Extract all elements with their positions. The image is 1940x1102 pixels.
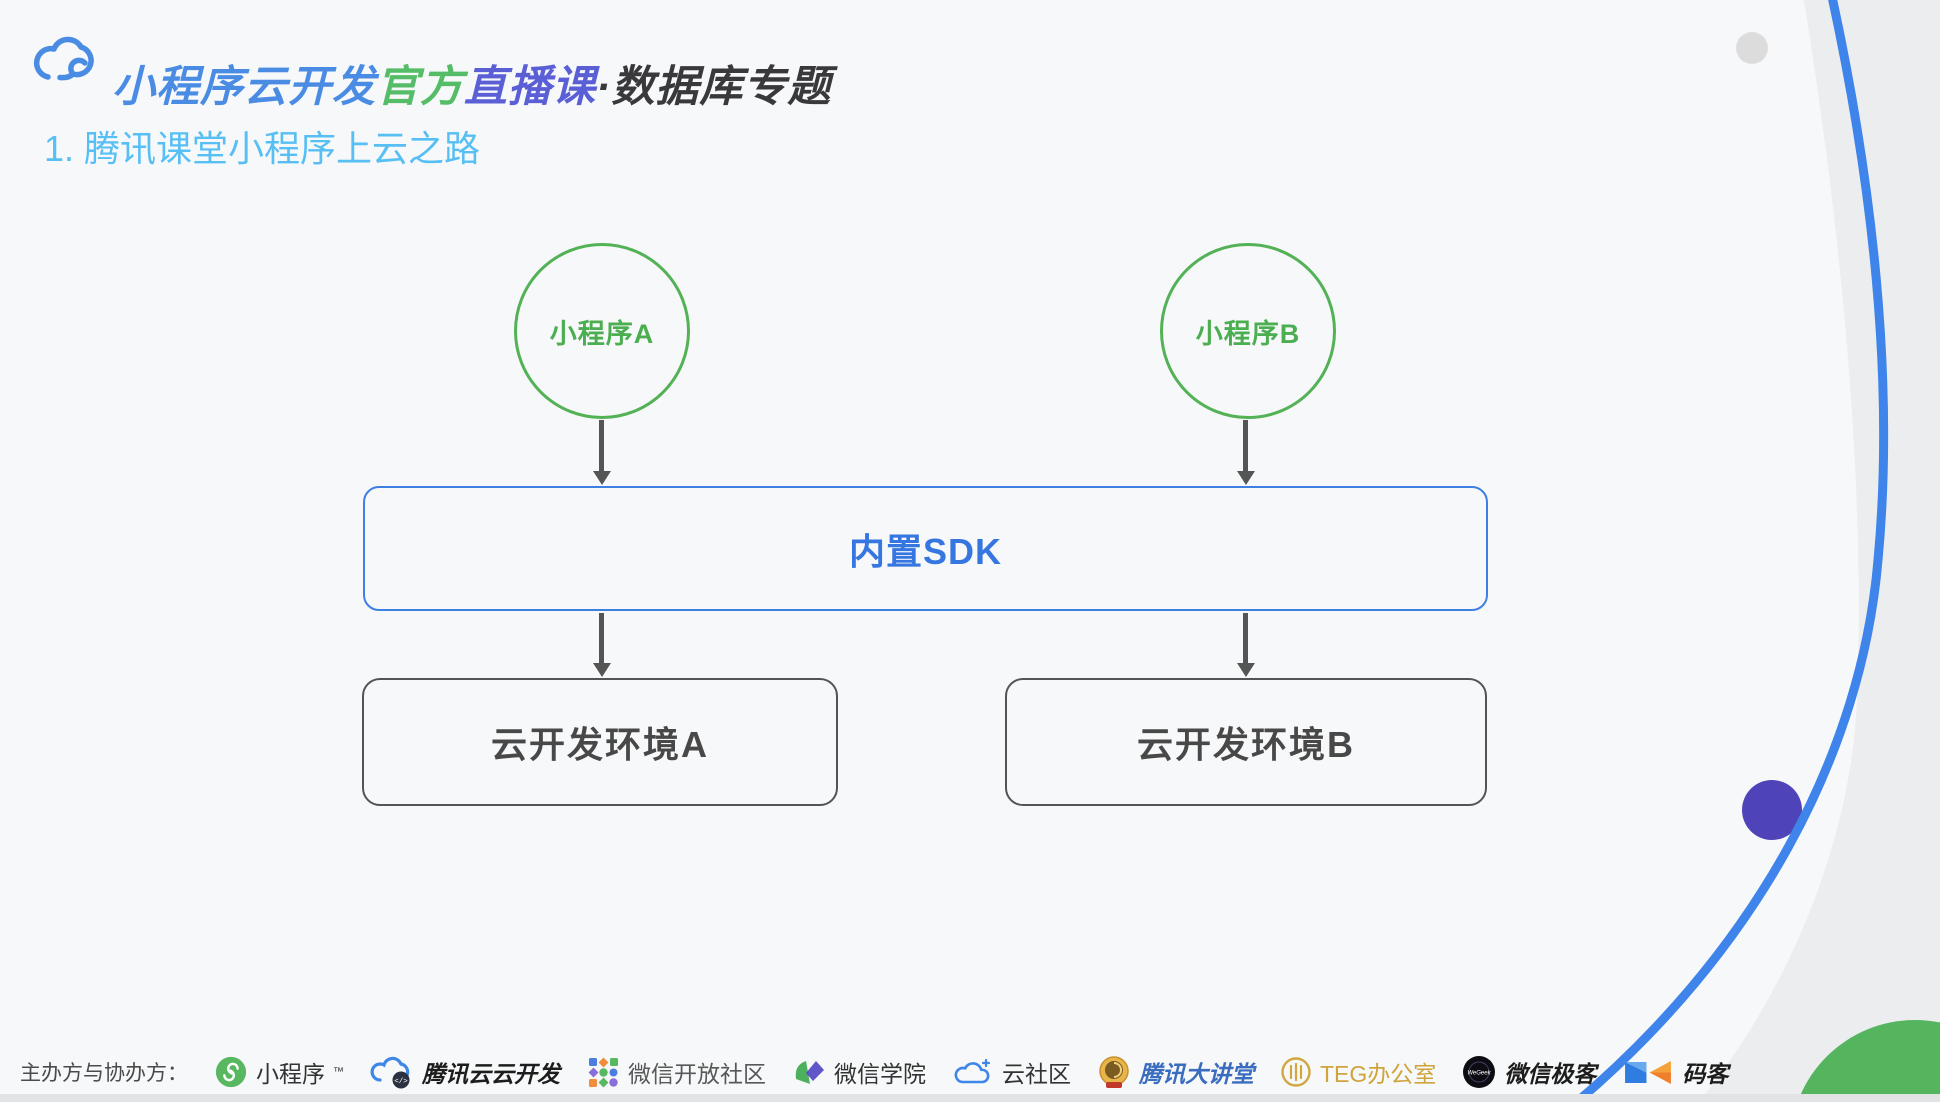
blue-arc-line — [1569, 0, 1889, 1102]
bottom-edge-strip — [0, 1094, 1940, 1102]
diagram-node-miniprogram-a: 小程序A — [514, 243, 690, 419]
partner-maker: 码客 — [1622, 1055, 1728, 1089]
corner-green-circle — [1797, 1020, 1940, 1102]
svg-text:</>: </> — [394, 1078, 408, 1086]
purple-dot — [1742, 780, 1802, 840]
arrow-sdk-to-env-a — [599, 613, 604, 664]
title-segment-official: 官方 — [376, 62, 464, 111]
diagram-node-miniprogram-b: 小程序B — [1160, 243, 1336, 419]
partner-cloud-community: 云社区 — [952, 1055, 1071, 1089]
trademark-mark: ™ — [333, 1066, 344, 1078]
wechat-open-community-icon — [588, 1057, 618, 1088]
partner-cloudbase: </> 腾讯云云开发 — [370, 1054, 560, 1090]
sdk-label: 内置SDK — [848, 530, 1002, 572]
svg-text:WeGeek: WeGeek — [1468, 1071, 1492, 1077]
top-gray-dot — [1736, 32, 1768, 64]
partner-wechat-academy: 微信学院 — [792, 1055, 926, 1089]
diagram-node-env-b: 云开发环境B — [1005, 678, 1487, 806]
partner-tencent-lecture: 腾讯大讲堂 — [1097, 1055, 1254, 1089]
partner-name: 腾讯云云开发 — [422, 1061, 560, 1087]
partner-name: 腾讯大讲堂 — [1139, 1061, 1254, 1087]
arrow-miniprogram-a-to-sdk — [599, 420, 604, 472]
partner-name: 码客 — [1682, 1061, 1729, 1087]
page-title: 小程序云开发官方直播课·数据库专题 — [112, 59, 831, 115]
miniprogram-a-label: 小程序A — [549, 318, 655, 349]
miniprogram-icon — [215, 1056, 247, 1088]
cloudbase-icon: </> — [370, 1056, 410, 1089]
diagram-node-sdk: 内置SDK — [363, 486, 1488, 611]
cloud-community-icon — [954, 1058, 991, 1084]
env-b-label: 云开发环境B — [1137, 724, 1355, 765]
arrow-miniprogram-b-to-sdk — [1243, 420, 1248, 472]
arrow-sdk-to-env-b — [1243, 613, 1248, 664]
cloudbase-logo-icon — [34, 36, 94, 81]
wechat-academy-icon — [795, 1061, 824, 1084]
tencent-lecture-icon — [1099, 1056, 1129, 1088]
title-segment-topic: ·数据库专题 — [596, 62, 832, 111]
partner-miniprogram: 小程序 ™ — [214, 1055, 344, 1089]
diagram-node-env-a: 云开发环境A — [362, 678, 838, 806]
footer-partners-bar: 主办方与协办方： 小程序 ™ </> 腾讯云云开发 — [20, 1049, 1728, 1095]
section-heading: 1. 腾讯课堂小程序上云之路 — [44, 128, 481, 169]
partner-wegeek: WeGeek 微信极客 — [1462, 1055, 1596, 1089]
partner-teg-office: TEG办公室 — [1280, 1055, 1436, 1089]
env-a-label: 云开发环境A — [491, 724, 709, 765]
partner-name: 云社区 — [1002, 1061, 1071, 1087]
partner-name: 微信极客 — [1504, 1061, 1597, 1087]
maker-mk-icon — [1625, 1061, 1672, 1084]
partner-wechat-open-community: 微信开放社区 — [586, 1055, 766, 1089]
title-segment-product: 小程序云开发 — [112, 62, 376, 111]
partner-name: 微信开放社区 — [628, 1061, 766, 1087]
wegeek-icon: WeGeek — [1463, 1056, 1496, 1088]
teg-office-icon — [1281, 1057, 1311, 1087]
miniprogram-b-label: 小程序B — [1195, 318, 1301, 349]
title-segment-live: 直播课 — [464, 62, 596, 111]
partner-name: 小程序 — [256, 1061, 325, 1087]
partner-name: 微信学院 — [834, 1061, 926, 1087]
footer-label: 主办方与协办方： — [20, 1062, 188, 1085]
partner-name: TEG办公室 — [1320, 1061, 1437, 1087]
